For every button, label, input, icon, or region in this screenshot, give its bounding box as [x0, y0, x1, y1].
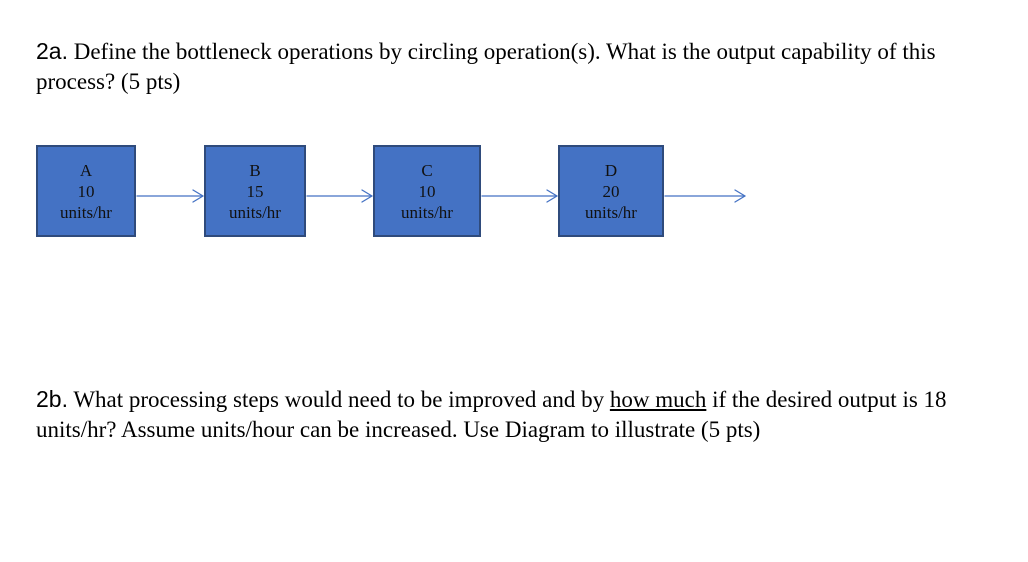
operation-a-rate: 10 — [77, 181, 95, 201]
arrow-b-to-c — [306, 189, 373, 203]
operation-c-unit: units/hr — [401, 202, 453, 222]
question-2a-text: Define the bottleneck operations by circ… — [36, 39, 936, 94]
question-2b: 2b. What processing steps would need to … — [36, 384, 1011, 445]
question-2b-text-after: if the desired output is 18 units/hr? As… — [36, 387, 947, 442]
operation-d-box: D 20 units/hr — [558, 145, 664, 237]
operation-b-rate: 15 — [246, 181, 264, 201]
operation-c-name: C — [421, 160, 433, 180]
question-2b-underlined-text: how much — [609, 387, 707, 412]
operation-c-rate: 10 — [418, 181, 436, 201]
operation-b-box: B 15 units/hr — [204, 145, 306, 237]
operation-a-box: A 10 units/hr — [36, 145, 136, 237]
operation-a-name: A — [79, 160, 93, 180]
operation-d-name: D — [604, 160, 618, 180]
operation-a-unit: units/hr — [60, 202, 112, 222]
question-2a-number: 2a. — [36, 38, 68, 64]
arrow-d-output — [664, 189, 746, 203]
operation-b-unit: units/hr — [229, 202, 281, 222]
operation-d-rate: 20 — [602, 181, 620, 201]
question-2b-text-before: What processing steps would need to be i… — [73, 387, 605, 412]
operation-b-name: B — [249, 160, 261, 180]
arrow-c-to-d — [481, 189, 558, 203]
operation-c-box: C 10 units/hr — [373, 145, 481, 237]
question-2a: 2a. Define the bottleneck operations by … — [36, 36, 1006, 97]
arrow-a-to-b — [136, 189, 204, 203]
operation-d-unit: units/hr — [585, 202, 637, 222]
question-2b-number: 2b. — [36, 386, 68, 412]
